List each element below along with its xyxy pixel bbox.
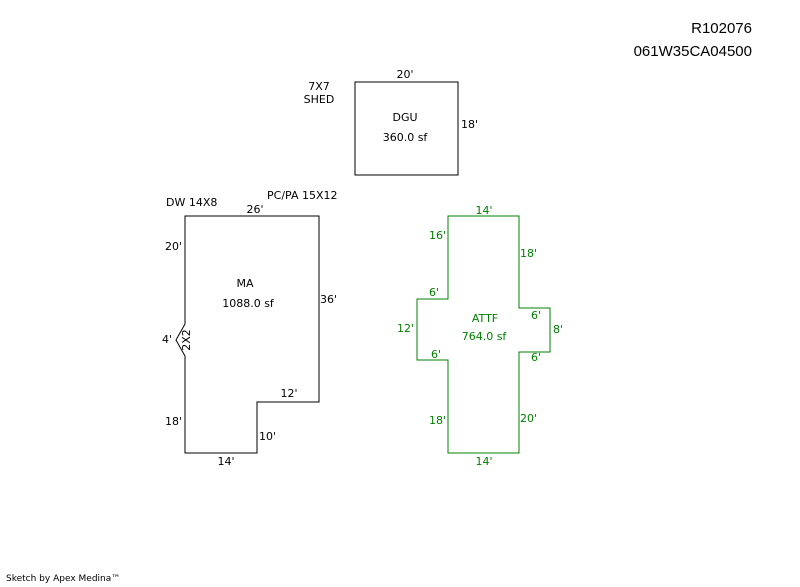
dgu-area: 20' 18' DGU 360.0 sf	[354, 68, 478, 176]
attf-dim-right-upper: 18'	[520, 247, 537, 260]
dgu-dim-top: 20'	[396, 68, 413, 81]
dw-note: DW 14X8	[166, 196, 217, 209]
attf-dim-left-notch: 12'	[397, 322, 414, 335]
ma-dim-right: 36'	[320, 293, 337, 306]
ma-label: MA	[236, 277, 253, 290]
attf-dim-right-lower: 20'	[520, 412, 537, 425]
ma-dim-bottom: 14'	[217, 455, 234, 468]
attf-dim-left-notch-bottom: 6'	[431, 348, 441, 361]
dgu-label: DGU	[392, 111, 417, 124]
shed-note: 7X7 SHED	[304, 80, 335, 106]
dgu-outline	[354, 81, 459, 176]
attf-label: ATTF	[472, 312, 498, 325]
ma-dim-step-top: 12'	[280, 387, 297, 400]
map-tax-lot-number: 061W35CA04500	[633, 43, 752, 60]
attf-dim-left-notch-top: 6'	[429, 286, 439, 299]
attf-dim-left-lower: 18'	[429, 414, 446, 427]
dgu-dim-right: 18'	[461, 118, 478, 131]
shed-size-label: 7X7	[308, 80, 330, 93]
sketch-credit: Sketch by Apex Medina™	[6, 574, 121, 584]
account-number: R102076	[691, 20, 752, 37]
ma-outline	[175, 215, 320, 454]
attf-dim-right-notch-bottom: 6'	[531, 351, 541, 364]
attf-dim-left-upper: 16'	[429, 229, 446, 242]
ma-dim-bay: 4'	[162, 333, 172, 346]
attf-dim-bottom: 14'	[475, 455, 492, 468]
bay-note: 2X2	[180, 329, 193, 351]
attf-dim-right-notch-top: 6'	[531, 309, 541, 322]
ma-dim-left-upper: 20'	[165, 240, 182, 253]
attf-outline	[416, 215, 551, 454]
attf-dim-top: 14'	[475, 204, 492, 217]
attf-area-value: 764.0 sf	[462, 330, 508, 343]
ma-area-value: 1088.0 sf	[222, 297, 275, 310]
ma-dim-step-side: 10'	[259, 430, 276, 443]
ma-dim-top: 26'	[246, 203, 263, 216]
pcpa-note: PC/PA 15X12	[267, 189, 338, 202]
shed-type-label: SHED	[304, 93, 335, 106]
ma-dim-left-lower: 18'	[165, 415, 182, 428]
dgu-area-value: 360.0 sf	[383, 131, 429, 144]
attf-dim-right-notch: 8'	[553, 323, 563, 336]
attf-area: 14' 16' 18' 6' 12' 6' 6' 8' 6' 18' 20' 1…	[397, 204, 563, 468]
ma-area: 26' 20' 36' 4' 2X2 12' 10' 18' 14' MA 10…	[162, 203, 337, 468]
